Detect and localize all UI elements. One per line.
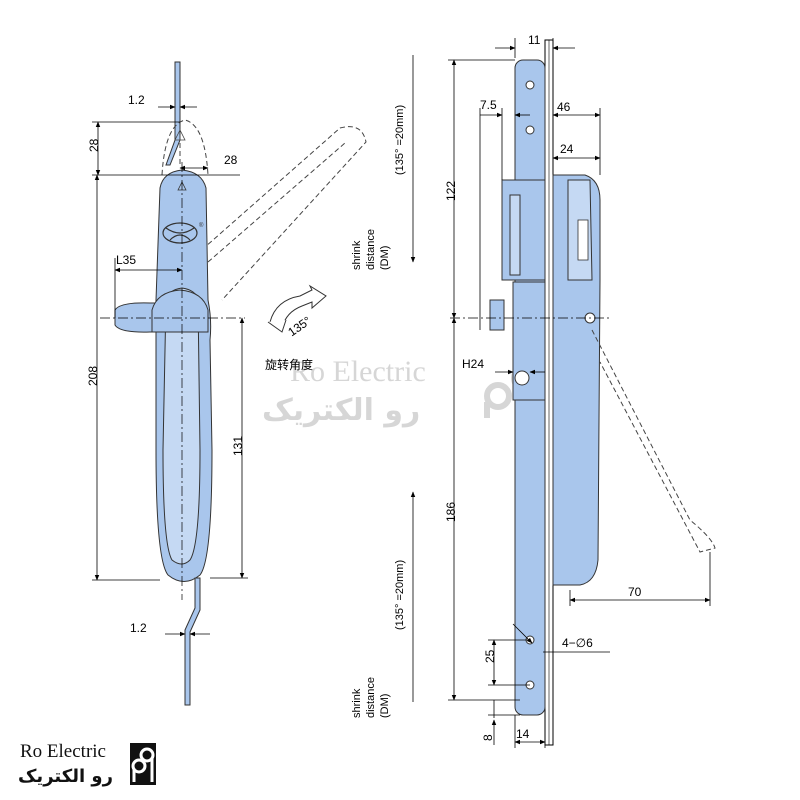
upper-shrink-line-2: distance [365, 229, 377, 270]
dim-70: 70 [628, 585, 642, 599]
front-view: ® 1.2 28 28 L35 208 131 1.2 [86, 61, 367, 706]
lifted-position-outline [161, 119, 209, 176]
dim-lower-height: 131 [231, 436, 245, 456]
dim-122: 122 [444, 181, 458, 201]
dim-8: 8 [481, 734, 495, 741]
lower-range-note: (135° =20mm) [394, 560, 406, 630]
watermark-latin: Ro Electric [290, 355, 426, 388]
upper-range-note: (135° =20mm) [394, 105, 406, 175]
dim-plate-width: 11 [528, 33, 541, 47]
handle-logo-icon: ® [162, 222, 204, 244]
brand-block: Ro Electric رو الکتریک [18, 741, 156, 787]
upper-shrink-line-3: (DM) [379, 246, 391, 270]
latch-body [501, 179, 546, 281]
rotated-handle-outline [195, 126, 367, 301]
upper-shrink-line-1: shrink [351, 240, 363, 270]
dim-46: 46 [557, 100, 571, 114]
dim-plate-bottom: 1.2 [130, 621, 147, 635]
watermark: Ro Electric رو الکتریک [262, 355, 539, 428]
rotation-angle: 135° [285, 313, 314, 339]
lower-shrink-line-2: distance [365, 677, 377, 718]
lock-cylinder [489, 299, 505, 331]
rotation-label: 旋转角度 [265, 357, 313, 372]
rotated-handle-side-outline [591, 329, 716, 553]
brand-logo-icon [130, 743, 156, 785]
side-view: 11 7.5 46 24 122 H24 186 70 [444, 33, 716, 748]
bottom-plate [184, 577, 201, 706]
dim-14: 14 [516, 727, 530, 741]
dim-lift-width: 28 [224, 153, 238, 167]
brand-persian: رو الکتریک [18, 766, 113, 787]
dim-plate-top: 1.2 [128, 93, 145, 107]
dim-holes: 4−∅6 [562, 636, 593, 650]
dim-total-height: 208 [86, 366, 100, 386]
watermark-persian: رو الکتریک [262, 393, 420, 428]
dim-7-5: 7.5 [480, 98, 497, 112]
dim-186: 186 [444, 502, 458, 522]
rotation-arrow-icon [267, 284, 327, 333]
notes: (135° =20mm) shrink distance (DM) (135° … [351, 55, 416, 718]
lower-shrink-line-3: (DM) [379, 694, 391, 718]
dim-25: 25 [483, 649, 497, 663]
dim-24: 24 [560, 142, 574, 156]
dim-handle-offset: L35 [116, 253, 136, 267]
svg-text:®: ® [199, 222, 204, 229]
lower-shrink-line-1: shrink [351, 688, 363, 718]
dim-lift-height: 28 [87, 138, 101, 152]
dim-h24: H24 [462, 357, 484, 371]
pivot-housing [151, 289, 209, 333]
brand-name: Ro Electric [20, 741, 106, 762]
latch-slot [509, 194, 521, 276]
top-plate [165, 61, 181, 166]
